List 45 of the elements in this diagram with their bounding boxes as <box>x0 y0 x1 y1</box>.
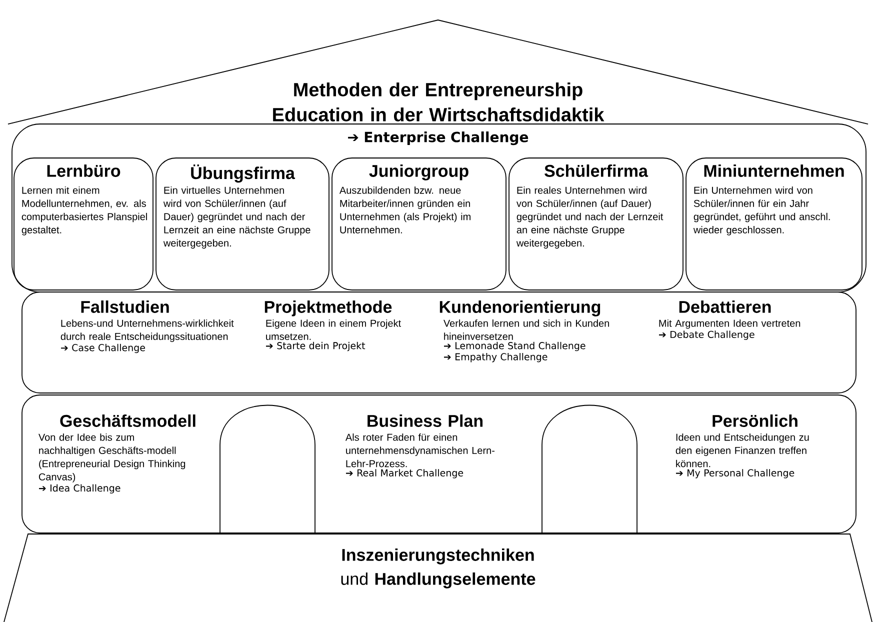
method-card <box>14 158 154 290</box>
method-description: Lebens-und Unternehmens-wirklichkeit durch reale Entscheidungssituationen <box>60 319 234 342</box>
card-heading: Schülerfirma <box>544 164 648 177</box>
foundation-text: Inszenierungstechniken und Handlungselemente <box>341 548 536 588</box>
card-heading: Übungsfirma <box>191 164 296 183</box>
challenge-link: ➔ Starte dein Projekt <box>266 342 366 352</box>
method-description: Von der Idee bis zum nachhaltigen Geschäfts-modell (Entrepreneurial Design Thinking Canvas) <box>38 433 186 482</box>
foundation <box>4 534 872 622</box>
card-description: Lernen mit einem Modellunternehmen, ev. als computerbasiertes Planspiel gestaltet. <box>22 186 147 236</box>
method-heading: Kundenorientierung <box>440 300 600 316</box>
arch-door <box>542 404 638 534</box>
card-heading: Juniorgroup <box>369 164 468 180</box>
method-heading: Geschäftsmodell <box>60 414 196 427</box>
method-card <box>686 158 862 290</box>
method-heading: Projektmethode <box>264 300 392 316</box>
card-description: Ein reales Unternehmen wird von Schüler/innen (auf Dauer) gegründet und nach der Lernzeit an eine nächste Gruppe weitergegeben. <box>516 186 664 249</box>
card-heading: Lernbüro <box>47 164 120 177</box>
challenge-link: ➔ Real Market Challenge <box>346 469 464 478</box>
method-description: Mit Argumenten Ideen vertreten <box>659 319 800 329</box>
method-heading: Fallstudien <box>81 300 169 313</box>
challenge-link: ➔ Empathy Challenge <box>444 353 548 362</box>
method-card <box>332 158 506 290</box>
arch-door <box>220 404 316 534</box>
band-heading: ➔ Enterprise Challenge <box>348 131 528 146</box>
challenge-link: ➔ Debate Challenge <box>659 330 754 340</box>
challenge-link: ➔ Idea Challenge <box>39 484 120 494</box>
method-description: Eigene Ideen in einem Projekt umsetzen. <box>266 319 401 340</box>
method-heading: Business Plan <box>368 414 483 427</box>
method-card <box>156 158 330 290</box>
method-description: Ideen und Entscheidungen zu den eigenen Finanzen treffen können. <box>676 433 809 468</box>
method-description: Verkaufen lernen und sich in Kunden hineinversetzen <box>444 319 609 340</box>
card-heading: Miniunternehmen <box>704 164 844 177</box>
method-heading: Debattieren <box>679 300 771 313</box>
method-description: Als roter Faden für einen unternehmensdynamischen Lern-Lehr-Prozess. <box>345 433 494 468</box>
title: Methoden der Entrepreneurship Education in der Wirtschaftsdidaktik <box>273 82 604 122</box>
method-card <box>508 158 684 290</box>
challenge-link: ➔ My Personal Challenge <box>676 469 794 478</box>
card-description: Ein Unternehmen wird von Schüler/innen für ein Jahr gegründet, geführt und anschl. wieder geschlossen. <box>693 186 830 236</box>
card-description: Auszubildenden bzw. neue Mitarbeiter/innen gründen ein Unternehmen (als Projekt) im Unternehmen. <box>339 186 470 234</box>
card-description: Ein virtuelles Unternehmen wird von Schüler/innen (auf Dauer) gegründet und nach der Lernzeit an eine nächste Gruppe weitergegeben. <box>163 186 310 249</box>
method-band <box>22 292 856 394</box>
challenge-link: ➔ Lemonade Stand Challenge <box>444 342 586 352</box>
challenge-link: ➔ Case Challenge <box>61 344 145 354</box>
roof <box>8 20 868 124</box>
method-heading: Persönlich <box>712 414 798 427</box>
